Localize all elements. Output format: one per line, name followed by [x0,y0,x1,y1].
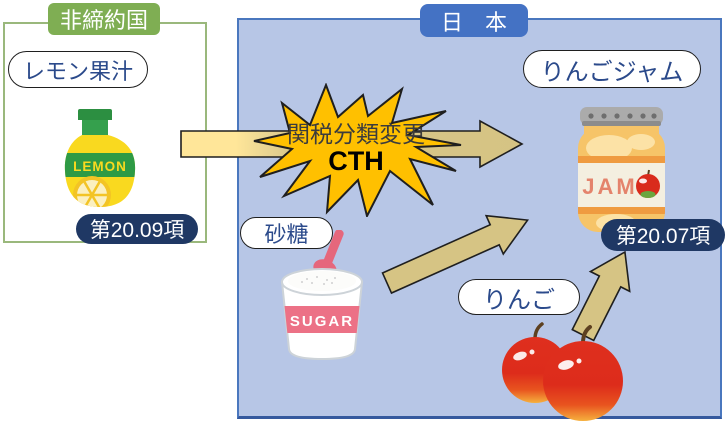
sugar-label: 砂糖 [240,217,333,249]
lemon-juice-label-text: レモン果汁 [22,58,133,84]
japan-label: 日 本 [420,4,528,37]
non-party-country-title: 非締約国 [59,8,148,33]
arrow-sugar-to-jam [381,214,530,295]
jam-jar-text: JAM [582,174,637,199]
apple-label: りんご [458,279,580,315]
japan-title: 日 本 [440,9,507,35]
lemon-juice-illustration: LEMON [64,109,136,207]
cth-starburst-text: 関税分類変更 CTH [252,121,460,175]
cth-rule-label: 関税分類変更 [287,121,425,147]
arrow-apple-to-jam [571,250,631,342]
heading-2009-badge: 第20.09項 [76,214,198,244]
heading-2007-text: 第20.07項 [615,225,711,248]
cth-starburst [253,83,462,217]
lemon-juice-label: レモン果汁 [8,51,148,88]
apple-label-text: りんご [483,286,555,314]
cth-code-label: CTH [328,146,384,176]
heading-2009-text: 第20.09項 [89,219,185,242]
starburst-shape [253,83,462,217]
apple-jam-label-text: りんごジャム [540,58,684,86]
heading-2007-badge: 第20.07項 [601,219,725,251]
jam-jar-illustration: JAM [578,107,665,232]
apple-jam-label: りんごジャム [523,50,701,88]
sugar-illustration: SUGAR [280,230,364,361]
sugar-cup-text: SUGAR [290,313,354,330]
lemon-bottle-text: LEMON [73,159,127,174]
sugar-label-text: 砂糖 [264,222,309,247]
non-party-country-label: 非締約国 [48,3,160,35]
apples-illustration [502,322,623,421]
